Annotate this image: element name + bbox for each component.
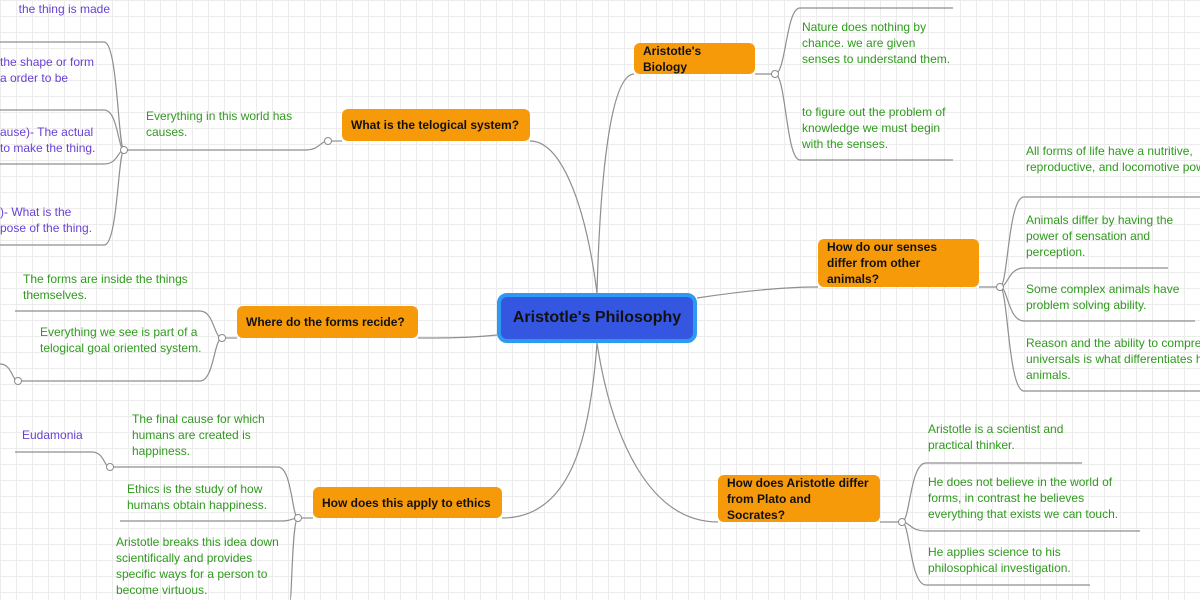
branch-toggle-knob[interactable] <box>898 518 906 526</box>
subtopic-telogical-causes[interactable]: Everything in this world has causes. <box>146 109 293 139</box>
connector <box>15 451 120 468</box>
detail-telogical-1[interactable]: the thing is made <box>0 1 110 23</box>
connector <box>0 149 125 246</box>
subtopic-forms-1[interactable]: The forms are inside the things themselv… <box>23 272 188 302</box>
connector <box>289 517 299 600</box>
topic-label: Where do the forms recide? <box>246 315 405 329</box>
connector <box>501 342 598 519</box>
topic-forms-recide[interactable]: Where do the forms recide? <box>237 306 418 338</box>
topic-senses-differ[interactable]: How do our senses differ from other anim… <box>818 239 979 287</box>
connector <box>0 41 125 151</box>
connector <box>417 334 498 339</box>
branch-toggle-knob[interactable] <box>771 70 779 78</box>
subtopic-ethics-study[interactable]: Ethics is the study of how humans obtain… <box>127 482 268 512</box>
topic-label: How does this apply to ethics <box>322 495 491 510</box>
connector <box>696 286 819 299</box>
branch-toggle-knob[interactable] <box>218 334 226 342</box>
subtopic-senses-2[interactable]: Animals differ by having the power of se… <box>1026 213 1174 259</box>
branch-toggle-knob[interactable] <box>14 377 22 385</box>
subtopic-senses-1[interactable]: All forms of life have a nutritive, repr… <box>1026 143 1200 181</box>
subtopic-biology-1[interactable]: Nature does nothing by chance. we are gi… <box>802 20 951 66</box>
detail-telogical-4[interactable]: )- What is the pose of the thing. <box>0 205 93 235</box>
subtopic-plato-3[interactable]: He applies science to his philosophical … <box>928 545 1071 575</box>
topic-apply-to-ethics[interactable]: How does this apply to ethics <box>313 487 502 518</box>
central-topic-label: Aristotle's Philosophy <box>512 309 682 326</box>
connector <box>529 140 598 294</box>
branch-toggle-knob[interactable] <box>106 463 114 471</box>
connector <box>774 73 953 161</box>
detail-ethics-eudamonia[interactable]: Eudamonia <box>22 428 83 442</box>
subtopic-senses-1-text: All forms of life have a nutritive, repr… <box>1026 144 1200 174</box>
subtopic-senses-4[interactable]: Reason and the ability to comprehend uni… <box>1026 335 1200 389</box>
connector <box>999 196 1200 288</box>
detail-telogical-1-text: the thing is made <box>18 2 110 16</box>
branch-toggle-knob[interactable] <box>120 146 128 154</box>
subtopic-biology-2[interactable]: to figure out the problem of knowledge w… <box>802 105 946 151</box>
subtopic-forms-2[interactable]: Everything we see is part of a telogical… <box>40 325 202 355</box>
detail-telogical-3[interactable]: ause)- The actual to make the thing. <box>0 125 96 155</box>
subtopic-plato-2[interactable]: He does not believe in the world of form… <box>928 475 1119 521</box>
connector <box>596 342 719 523</box>
topic-differ-from-plato[interactable]: How does Aristotle differ from Plato and… <box>718 475 880 522</box>
connector <box>596 73 635 294</box>
subtopic-ethics-final-cause[interactable]: The final cause for which humans are cre… <box>132 412 265 458</box>
topic-label: How does Aristotle differ from Plato and… <box>727 475 869 522</box>
detail-telogical-2[interactable]: the shape or form a order to be <box>0 55 95 85</box>
topic-label: How do our senses differ from other anim… <box>827 240 938 286</box>
central-topic[interactable]: Aristotle's Philosophy <box>497 293 697 343</box>
topic-label: Aristotle's Biology <box>643 43 702 74</box>
subtopic-senses-3[interactable]: Some complex animals have problem solvin… <box>1026 282 1180 312</box>
branch-toggle-knob[interactable] <box>996 283 1004 291</box>
subtopic-plato-1[interactable]: Aristotle is a scientist and practical t… <box>928 422 1064 452</box>
connector <box>999 286 1200 392</box>
subtopic-ethics-virtuous[interactable]: Aristotle breaks this idea down scientif… <box>116 535 279 597</box>
topic-aristotles-biology[interactable]: Aristotle's Biology <box>634 43 755 74</box>
branch-toggle-knob[interactable] <box>294 514 302 522</box>
subtopic-senses-4-text: Reason and the ability to comprehend uni… <box>1026 336 1200 382</box>
topic-telogical-system[interactable]: What is the telogical system? <box>342 109 530 141</box>
branch-toggle-knob[interactable] <box>324 137 332 145</box>
topic-label: What is the telogical system? <box>351 118 520 132</box>
